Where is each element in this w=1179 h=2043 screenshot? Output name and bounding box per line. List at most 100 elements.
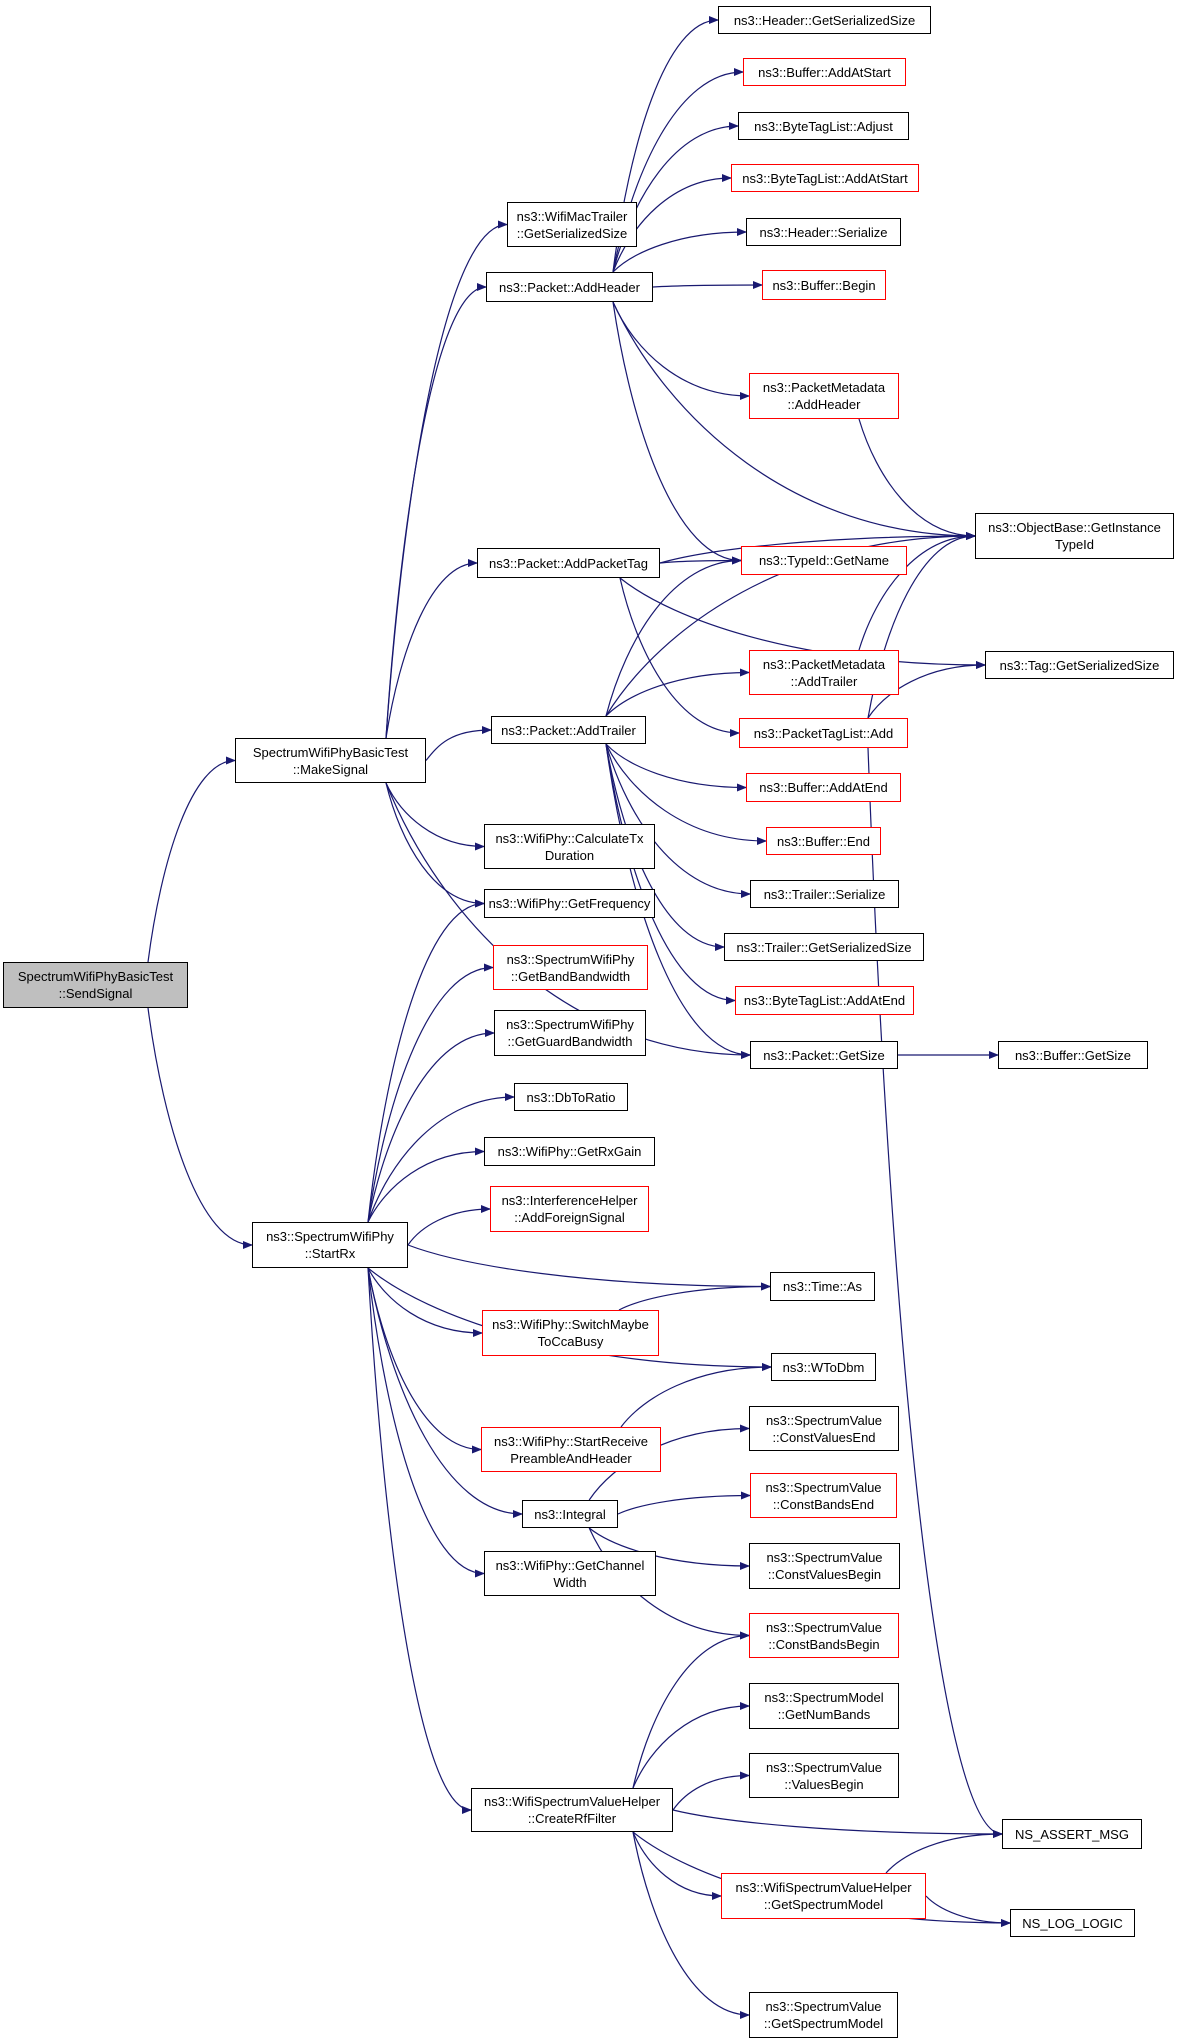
node-makesignal[interactable]: SpectrumWifiPhyBasicTest ::MakeSignal — [235, 738, 426, 783]
edge-makesignal-to-addHeader — [385, 283, 487, 739]
edge-wsvhModel-to-logLogic — [925, 1895, 1011, 1927]
edge-makesignal-to-calcTx — [385, 782, 485, 851]
edge-ptlAdd-to-tagSize — [867, 661, 986, 719]
node-timeAs[interactable]: ns3::Time::As — [770, 1272, 875, 1301]
node-sendsignal[interactable]: SpectrumWifiPhyBasicTest ::SendSignal — [3, 962, 188, 1008]
edge-addPacketTag-to-instTypeId — [659, 532, 976, 564]
edge-startrx-to-timeAs — [407, 1244, 771, 1291]
node-calcTx[interactable]: ns3::WifiPhy::CalculateTx Duration — [484, 824, 655, 869]
node-btlAdjust[interactable]: ns3::ByteTagList::Adjust — [738, 112, 909, 140]
node-bandBw[interactable]: ns3::SpectrumWifiPhy ::GetBandBandwidth — [493, 945, 648, 990]
edge-startrx-to-rfFilter — [367, 1267, 472, 1814]
node-rxGain[interactable]: ns3::WifiPhy::GetRxGain — [484, 1137, 655, 1166]
edge-addTrailer-to-pktSize — [605, 743, 751, 1059]
node-addPacketTag[interactable]: ns3::Packet::AddPacketTag — [477, 548, 660, 578]
node-guardBw[interactable]: ns3::SpectrumWifiPhy ::GetGuardBandwidth — [494, 1010, 646, 1056]
node-tagSize[interactable]: ns3::Tag::GetSerializedSize — [985, 651, 1174, 679]
node-switchCca[interactable]: ns3::WifiPhy::SwitchMaybe ToCcaBusy — [482, 1310, 659, 1356]
edge-rfFilter-to-svModel — [632, 1831, 750, 2019]
edge-addTrailer-to-btlAddEnd — [605, 743, 736, 1005]
node-bufAddStart[interactable]: ns3::Buffer::AddAtStart — [743, 58, 906, 86]
node-btlAddEnd[interactable]: ns3::ByteTagList::AddAtEnd — [735, 986, 914, 1015]
node-hdrSerialize[interactable]: ns3::Header::Serialize — [746, 218, 901, 246]
node-logLogic[interactable]: NS_LOG_LOGIC — [1010, 1909, 1135, 1937]
node-cbEnd[interactable]: ns3::SpectrumValue ::ConstBandsEnd — [750, 1473, 897, 1518]
node-svModel[interactable]: ns3::SpectrumValue ::GetSpectrumModel — [749, 1992, 898, 2038]
node-bufAddEnd[interactable]: ns3::Buffer::AddAtEnd — [746, 773, 901, 802]
edge-integral-to-cbEnd — [617, 1491, 751, 1515]
node-pktSize[interactable]: ns3::Packet::GetSize — [750, 1041, 898, 1069]
node-integral[interactable]: ns3::Integral — [522, 1500, 618, 1528]
node-bufGetSize[interactable]: ns3::Buffer::GetSize — [998, 1041, 1148, 1069]
edge-addHeader-to-bufBegin — [652, 281, 763, 290]
edge-integral-to-cbBegin — [588, 1527, 750, 1640]
node-assertMsg[interactable]: NS_ASSERT_MSG — [1002, 1819, 1142, 1849]
edge-addTrailer-to-bufEnd — [605, 743, 767, 845]
edge-addTrailer-to-trSize — [605, 743, 725, 951]
edge-addTrailer-to-instTypeId — [605, 532, 976, 717]
edge-startrx-to-integral — [367, 1267, 523, 1518]
edge-pmAddHeader-to-instTypeId — [858, 418, 976, 540]
edge-sendsignal-to-makesignal — [147, 756, 236, 963]
node-numBands[interactable]: ns3::SpectrumModel ::GetNumBands — [749, 1683, 899, 1729]
node-hdrSize[interactable]: ns3::Header::GetSerializedSize — [718, 6, 931, 34]
edge-startrx-to-getFreq — [367, 899, 485, 1223]
edge-startrx-to-guardBw — [367, 1029, 495, 1223]
node-foreign[interactable]: ns3::InterferenceHelper ::AddForeignSign… — [490, 1186, 649, 1232]
node-addHeader[interactable]: ns3::Packet::AddHeader — [486, 272, 653, 302]
node-instTypeId[interactable]: ns3::ObjectBase::GetInstance TypeId — [975, 513, 1174, 559]
node-cvBegin[interactable]: ns3::SpectrumValue ::ConstValuesBegin — [749, 1543, 900, 1589]
node-chWidth[interactable]: ns3::WifiPhy::GetChannel Width — [484, 1551, 656, 1596]
edge-wsvhModel-to-assertMsg — [885, 1830, 1003, 1874]
edge-addTrailer-to-pmAddTrailer — [605, 668, 750, 717]
edge-addTrailer-to-bufAddEnd — [605, 743, 747, 792]
edge-startrx-to-rxGain — [367, 1147, 485, 1223]
edge-startrx-to-chWidth — [367, 1267, 485, 1578]
node-valBegin[interactable]: ns3::SpectrumValue ::ValuesBegin — [749, 1753, 899, 1798]
edge-makesignal-to-addTrailer — [425, 726, 492, 761]
node-cvEnd[interactable]: ns3::SpectrumValue ::ConstValuesEnd — [749, 1406, 899, 1451]
node-btlAddStart[interactable]: ns3::ByteTagList::AddAtStart — [731, 164, 919, 192]
edge-addPacketTag-to-tagSize — [619, 577, 986, 669]
edge-startrx-to-dbToRatio — [367, 1093, 515, 1223]
node-rfFilter[interactable]: ns3::WifiSpectrumValueHelper ::CreateRfF… — [471, 1788, 673, 1832]
node-cbBegin[interactable]: ns3::SpectrumValue ::ConstBandsBegin — [749, 1613, 899, 1658]
edge-startrx-to-foreign — [407, 1205, 491, 1246]
edge-addHeader-to-btlAddStart — [612, 174, 732, 273]
edge-addHeader-to-typeName — [612, 301, 742, 565]
node-trSize[interactable]: ns3::Trailer::GetSerializedSize — [724, 933, 924, 961]
edge-startRecv-to-wToDbm — [620, 1363, 772, 1428]
edge-rfFilter-to-assertMsg — [672, 1809, 1003, 1838]
node-ptlAdd[interactable]: ns3::PacketTagList::Add — [739, 718, 908, 748]
edge-rfFilter-to-numBands — [632, 1702, 750, 1789]
node-getFreq[interactable]: ns3::WifiPhy::GetFrequency — [484, 889, 655, 918]
node-wsvhModel[interactable]: ns3::WifiSpectrumValueHelper ::GetSpectr… — [721, 1873, 926, 1919]
edge-rfFilter-to-cbBegin — [632, 1631, 750, 1789]
edge-startrx-to-bandBw — [367, 963, 494, 1223]
edge-addTrailer-to-trSerialize — [605, 743, 751, 898]
edge-addHeader-to-instTypeId — [612, 301, 976, 540]
edge-makesignal-to-getFreq — [385, 782, 485, 908]
edge-rfFilter-to-wsvhModel — [632, 1831, 722, 1900]
node-trSerialize[interactable]: ns3::Trailer::Serialize — [750, 880, 899, 908]
node-bufEnd[interactable]: ns3::Buffer::End — [766, 827, 881, 855]
node-startrx[interactable]: ns3::SpectrumWifiPhy ::StartRx — [252, 1222, 408, 1268]
edge-ptlAdd-to-assertMsg — [867, 747, 1003, 1838]
node-macTrailerSize[interactable]: ns3::WifiMacTrailer ::GetSerializedSize — [507, 202, 637, 247]
edge-addPacketTag-to-typeName — [659, 556, 742, 565]
node-bufBegin[interactable]: ns3::Buffer::Begin — [762, 270, 886, 300]
node-wToDbm[interactable]: ns3::WToDbm — [771, 1353, 876, 1381]
edge-sendsignal-to-startrx — [147, 1007, 253, 1249]
edge-makesignal-to-addPacketTag — [385, 559, 478, 739]
node-typeName[interactable]: ns3::TypeId::GetName — [741, 546, 907, 575]
edge-startrx-to-switchCca — [367, 1267, 483, 1337]
node-addTrailer[interactable]: ns3::Packet::AddTrailer — [491, 716, 646, 744]
edge-rfFilter-to-valBegin — [672, 1771, 750, 1811]
edge-switchCca-to-timeAs — [618, 1282, 771, 1311]
node-dbToRatio[interactable]: ns3::DbToRatio — [514, 1083, 628, 1111]
node-startRecv[interactable]: ns3::WifiPhy::StartReceive PreambleAndHe… — [481, 1427, 661, 1472]
edge-addHeader-to-hdrSerialize — [612, 228, 747, 273]
node-pmAddHeader[interactable]: ns3::PacketMetadata ::AddHeader — [749, 373, 899, 419]
node-pmAddTrailer[interactable]: ns3::PacketMetadata ::AddTrailer — [749, 650, 899, 695]
